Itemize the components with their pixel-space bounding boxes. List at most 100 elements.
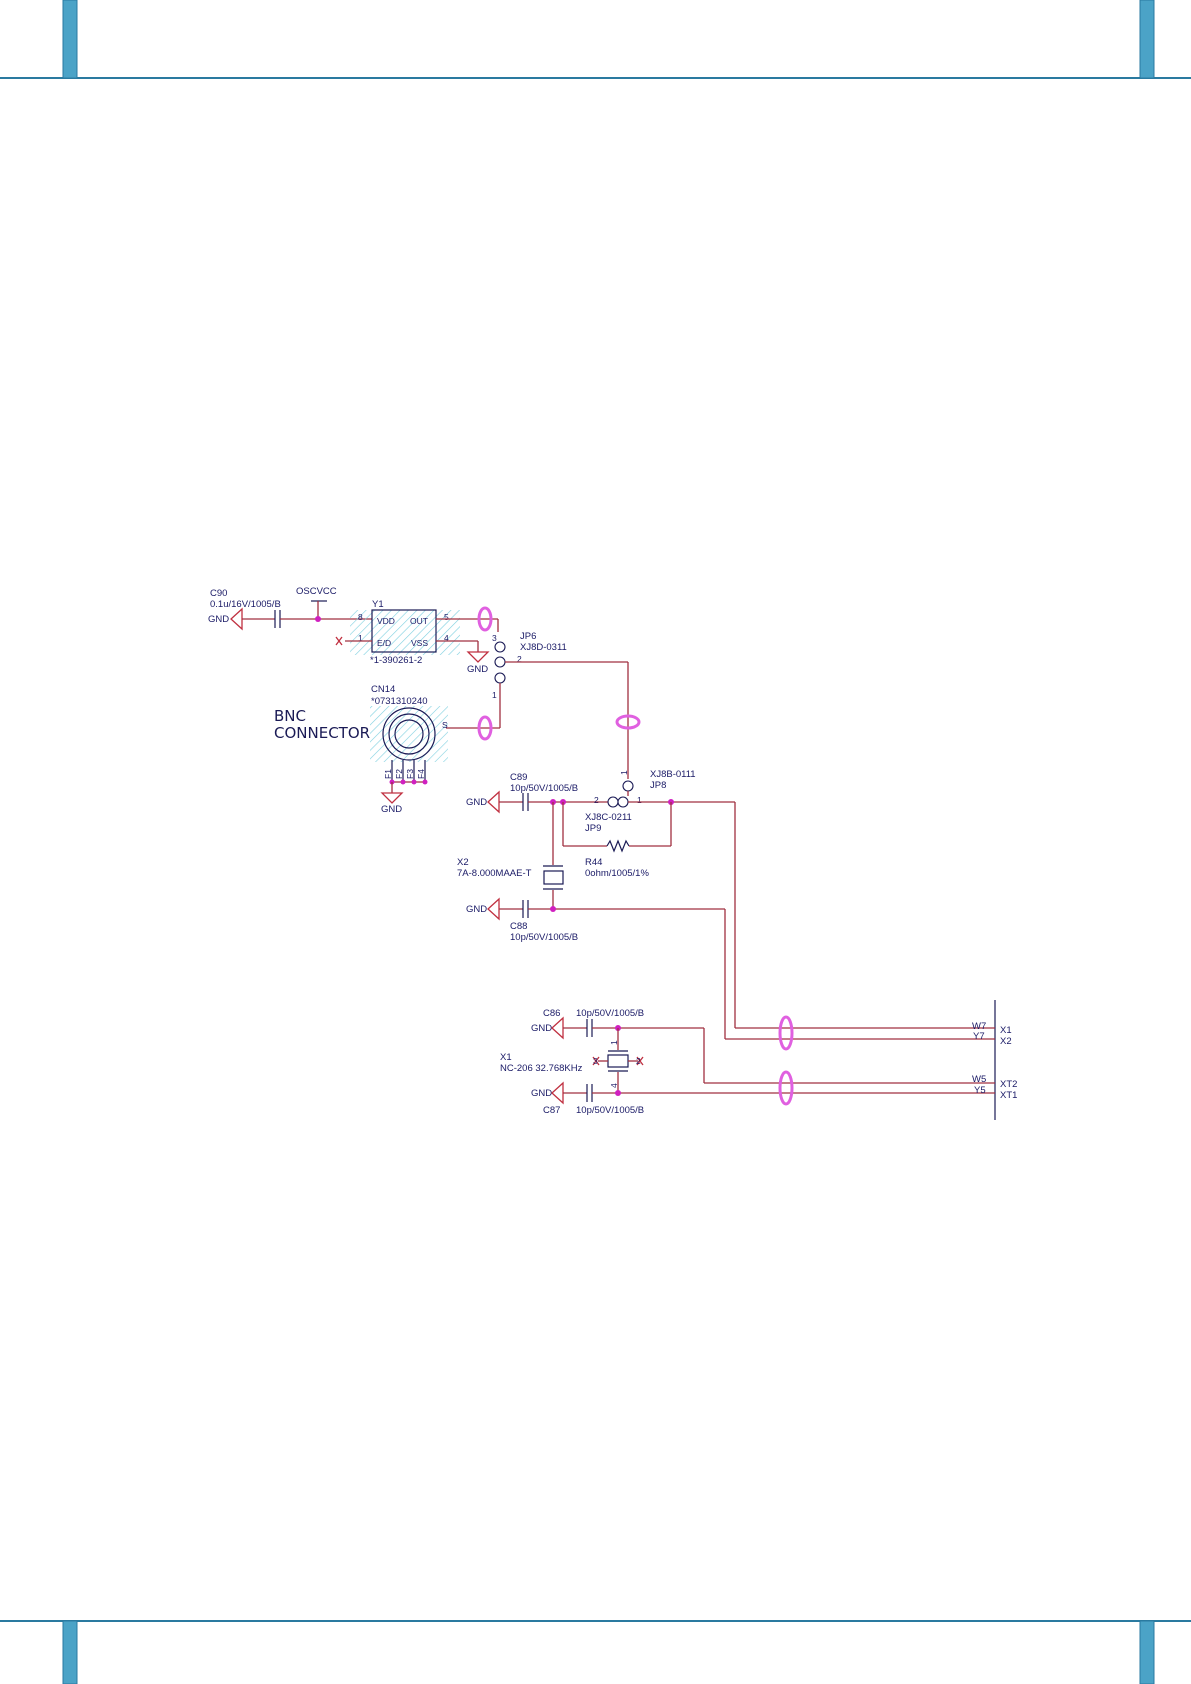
c88-ref: C88 [510, 921, 527, 932]
c88-value: 10p/50V/1005/B [510, 932, 578, 943]
c86-value: 10p/50V/1005/B [576, 1008, 644, 1019]
no-connect-icon [335, 636, 343, 646]
ground-icon [466, 651, 490, 663]
c86-capacitor: C86 10p/50V/1005/B GND [531, 1008, 705, 1083]
cn14-part: *0731310240 [371, 696, 428, 707]
x1-part: NC-206 32.768KHz [500, 1063, 583, 1074]
jp9-jumper: 2 1 XJ8C-0211 JP9 [585, 795, 736, 1028]
x1-pin3: 3 [593, 1056, 598, 1066]
resistor-icon [606, 839, 630, 853]
cn14-ref: CN14 [371, 684, 395, 695]
frame-bar-bottom-left [62, 1620, 78, 1684]
bnc-pin-f4: F4 [416, 769, 426, 779]
x1-pin4: 4 [609, 1083, 619, 1088]
crystal-icon [543, 870, 564, 885]
net-xt2: XT2 [1000, 1079, 1017, 1090]
jp9-pin1: 1 [637, 795, 642, 805]
net-ring-bnc [477, 715, 493, 741]
c89-value: 10p/50V/1005/B [510, 783, 578, 794]
c90-value: 0.1u/16V/1005/B [210, 599, 281, 610]
jp6-jumper: 3 2 1 JP6 XJ8D-0311 [446, 631, 629, 779]
jp8-jumper: 1 XJ8B-0111 JP8 [619, 769, 696, 796]
y1-pin8: 8 [358, 612, 363, 622]
net-ring-jp6 [615, 714, 641, 730]
gnd-label-c88: GND [466, 904, 487, 915]
net-x1: X1 [1000, 1025, 1012, 1036]
no-connect-icon [636, 1056, 644, 1066]
y1-body [371, 609, 437, 653]
r44-ref: R44 [585, 857, 602, 868]
c90-capacitor: C90 0.1u/16V/1005/B GND [208, 588, 372, 631]
net-xt1: XT1 [1000, 1090, 1017, 1101]
pin-w7: W7 [972, 1021, 986, 1032]
gnd-label-y1: GND [467, 664, 488, 675]
net-ring-xt2-xt1 [778, 1070, 794, 1106]
cn14-bnc-connector: CN14 *0731310240 BNC CONNECTOR S F1 F2 F… [274, 684, 448, 815]
jp6-pin1: 1 [492, 690, 497, 700]
y1-ed: E/D [377, 638, 391, 648]
bnc-pin-s: S [442, 720, 448, 730]
r44-value: 0ohm/1005/1% [585, 868, 649, 879]
jp6-pin3: 3 [492, 633, 497, 643]
no-connect-icon [592, 1056, 600, 1066]
y1-keepout-hatch [350, 610, 460, 655]
frame-bar-top-left [62, 0, 78, 79]
bnc-inner-icon [388, 713, 430, 755]
frame-bar-bottom-right [1139, 1620, 1155, 1684]
y1-pin5: 5 [444, 612, 449, 622]
crystal-icon [607, 1054, 629, 1068]
x1-pin2: 2 [636, 1056, 641, 1066]
c87-capacitor: GND C87 10p/50V/1005/B [531, 1081, 977, 1116]
y1-ref: Y1 [372, 599, 384, 610]
x2-part: 7A-8.000MAAE-T [457, 868, 532, 879]
bnc-pin-f3: F3 [405, 769, 415, 779]
x1-crystal: X1 NC-206 32.768KHz 1 2 3 4 [500, 1028, 644, 1093]
gnd-label-c86: GND [531, 1023, 552, 1034]
x2-ref: X2 [457, 857, 469, 868]
c88-capacitor: GND C88 10p/50V/1005/B [466, 897, 726, 1039]
bnc-label-line1: BNC [274, 707, 306, 725]
jp9-part: XJ8C-0211 [585, 812, 632, 823]
bnc-outer-icon [382, 707, 436, 761]
oscvcc-net: OSCVCC [296, 586, 337, 622]
c90-ref: C90 [210, 588, 227, 599]
x1-pin1: 1 [609, 1040, 619, 1045]
net-ring-y1-out [477, 606, 493, 632]
net-ring-x1-x2 [778, 1015, 794, 1051]
jp6-part: XJ8D-0311 [520, 642, 567, 653]
ground-icon [551, 1016, 564, 1040]
ground-icon [551, 1081, 564, 1105]
jp8-ref: JP8 [650, 780, 666, 791]
jp8-pin1: 1 [619, 770, 629, 775]
r44-resistor: R44 0ohm/1005/1% [562, 802, 671, 879]
jp8-part: XJ8B-0111 [650, 769, 696, 780]
pin-y5: Y5 [974, 1085, 986, 1096]
gnd-label-bnc: GND [381, 804, 402, 815]
ground-icon [487, 897, 500, 921]
c86-ref: C86 [543, 1008, 560, 1019]
gnd-label-c89: GND [466, 797, 487, 808]
frame-bar-top-right [1139, 0, 1155, 79]
bnc-label-line2: CONNECTOR [274, 724, 370, 742]
oscvcc-label: OSCVCC [296, 586, 337, 597]
ground-icon [487, 790, 500, 814]
gnd-label-c87: GND [531, 1088, 552, 1099]
c87-value: 10p/50V/1005/B [576, 1105, 644, 1116]
y1-pin4: 4 [444, 633, 449, 643]
x2-crystal: X2 7A-8.000MAAE-T [457, 802, 564, 909]
jp9-pin2: 2 [594, 795, 599, 805]
jp6-pin2: 2 [517, 654, 522, 664]
net-x2: X2 [1000, 1036, 1012, 1047]
junction-dot [315, 616, 321, 622]
pin-w5: W5 [972, 1074, 986, 1085]
ground-icon [230, 607, 243, 631]
pin-y7: Y7 [973, 1031, 985, 1042]
output-bus: W7 Y7 W5 Y5 X1 X2 XT2 XT1 [704, 1000, 1017, 1120]
bnc-pin-f1: F1 [383, 769, 393, 779]
jp9-ref: JP9 [585, 823, 601, 834]
y1-part: *1-390261-2 [370, 655, 422, 666]
y1-out: OUT [410, 616, 428, 626]
ground-icon [380, 792, 404, 804]
bnc-center-icon [394, 719, 424, 749]
